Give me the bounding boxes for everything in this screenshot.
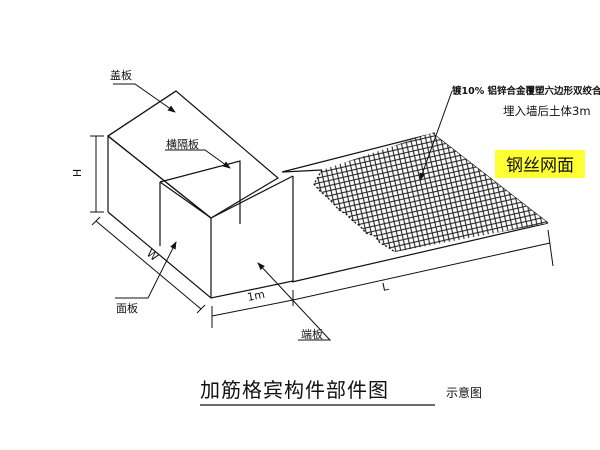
lid-label: 盖板 [110, 68, 132, 82]
width-label: W [144, 247, 161, 264]
one-meter-label: 1m [246, 288, 266, 304]
face-panel-label: 面板 [116, 301, 138, 315]
leader-lines [113, 83, 453, 341]
dimension-lines [90, 135, 554, 328]
caption-title: 加筋格宾构件部件图 [200, 378, 389, 402]
lid-panel [106, 90, 280, 219]
annotation-line2: 埋入墙后土体3m [503, 104, 591, 118]
highlight-label: 钢丝网面 [506, 156, 574, 176]
annotation-line1: 镀10% 铝锌合金覆塑六边形双绞合钢 [452, 85, 600, 97]
diaphragm-label: 横隔板 [166, 137, 199, 151]
height-label: H [71, 169, 84, 177]
length-label: L [381, 280, 391, 294]
highlight-box [495, 150, 585, 178]
tail-panel-outline [281, 132, 549, 283]
wire-mesh-area [313, 133, 548, 253]
end-panel-label: 端板 [301, 327, 323, 341]
gabion-box [106, 90, 294, 299]
caption-subtitle: 示意图 [446, 385, 482, 400]
